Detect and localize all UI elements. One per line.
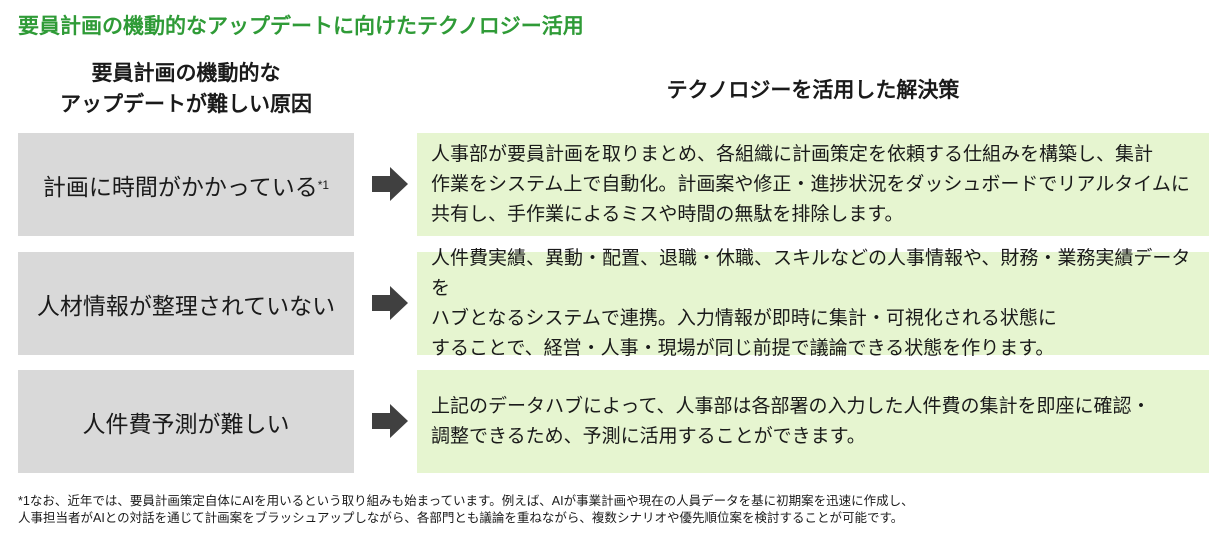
footnote-marker: *1 — [317, 177, 330, 192]
cause-box-3: 人件費予測が難しい — [18, 370, 354, 473]
solution-box-1: 人事部が要員計画を取りまとめ、各組織に計画策定を依頼する仕組みを構築し、集計 作… — [417, 133, 1209, 236]
footnote: *1なお、近年では、要員計画策定自体にAIを用いるという取り組みも始まっています… — [18, 494, 914, 525]
solution-box-2: 人件費実績、異動・配置、退職・休職、スキルなどの人事情報や、財務・業務実績データ… — [417, 248, 1209, 359]
solutions-header: テクノロジーを活用した解決策 — [666, 79, 960, 102]
cause-text: 人件費予測が難しい — [82, 410, 290, 437]
cause-box-2: 人材情報が整理されていない — [18, 252, 354, 355]
arrow-right-icon — [372, 167, 408, 201]
arrow-right-icon — [372, 404, 408, 438]
solution-box-3: 上記のデータハブによって、人事部は各部署の入力した人件費の集計を即座に確認・ 調… — [417, 370, 1209, 473]
causes-header-line2: アップデートが難しい原因 — [60, 93, 312, 116]
cause-text: 人材情報が整理されていない — [36, 292, 336, 319]
causes-header: 要員計画の機動的な アップデートが難しい原因 — [18, 58, 354, 120]
arrow-right-icon — [372, 286, 408, 320]
page-title: 要員計画の機動的なアップデートに向けたテクノロジー活用 — [18, 15, 584, 38]
cause-box-1: 計画に時間がかかっている*1 — [18, 133, 354, 236]
causes-header-line1: 要員計画の機動的な — [91, 62, 281, 85]
cause-text: 計画に時間がかかっている — [42, 173, 318, 200]
